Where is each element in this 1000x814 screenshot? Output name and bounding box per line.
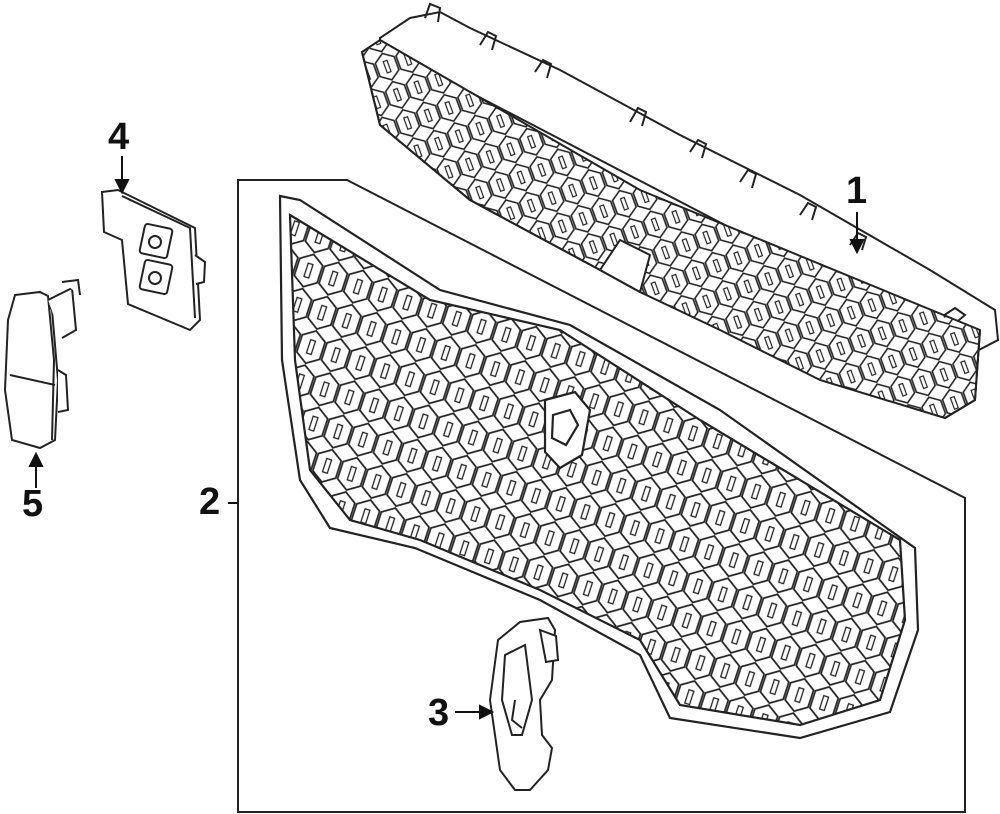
- leader-line-1: [849, 212, 865, 255]
- callout-5: 5: [22, 483, 43, 525]
- leader-line-5: [28, 451, 44, 488]
- molding-part-5: [3, 278, 81, 450]
- callout-4: 4: [108, 116, 129, 158]
- assembly-box: [237, 179, 966, 813]
- callout-2: 2: [199, 481, 220, 523]
- callout-3: 3: [428, 692, 449, 734]
- leader-line-3: [455, 704, 495, 720]
- bracket-part-3: [488, 616, 560, 791]
- callout-1: 1: [846, 170, 867, 212]
- bezel-part-4: [100, 188, 207, 332]
- leader-line-4: [114, 156, 130, 195]
